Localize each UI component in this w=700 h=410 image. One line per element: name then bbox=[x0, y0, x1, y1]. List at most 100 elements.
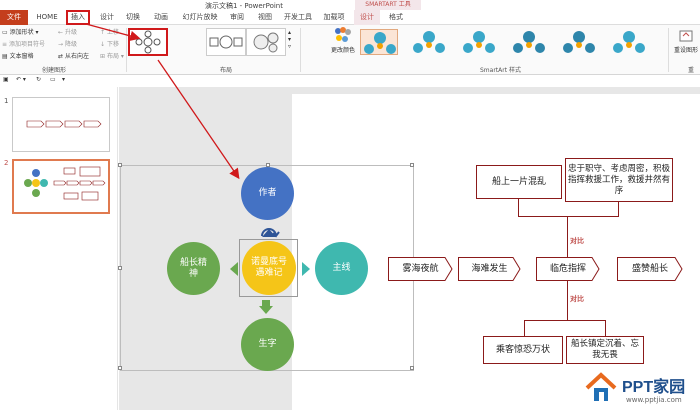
slide-thumbnail-2[interactable] bbox=[12, 159, 110, 214]
layout-gear[interactable] bbox=[246, 28, 286, 56]
demote-button[interactable]: → 降级 bbox=[58, 41, 77, 48]
color-palette-icon bbox=[335, 27, 351, 42]
resize-handle[interactable] bbox=[118, 163, 122, 167]
resize-handle[interactable] bbox=[266, 163, 270, 167]
tab-animations[interactable]: 动画 bbox=[154, 13, 168, 21]
tab-slideshow[interactable]: 幻灯片放映 bbox=[182, 13, 218, 21]
step-fog-voyage[interactable]: 雾海夜航 bbox=[388, 257, 453, 281]
right-arrow-icon bbox=[302, 262, 310, 276]
smartart-tools-label: SMARTART 工具 bbox=[355, 0, 421, 10]
move-down-button[interactable]: ↓ 下移 bbox=[100, 41, 119, 48]
tab-insert[interactable]: 插入 bbox=[66, 10, 90, 25]
promote-button[interactable]: ← 升级 bbox=[58, 29, 77, 36]
tab-smartart-design[interactable]: 设计 bbox=[354, 10, 380, 25]
smartart-style-2[interactable] bbox=[410, 29, 448, 55]
reset-icon bbox=[679, 30, 693, 42]
tab-design[interactable]: 设计 bbox=[100, 13, 114, 21]
create-graphic-group-label: 创建图形 bbox=[42, 67, 67, 74]
tab-view[interactable]: 视图 bbox=[258, 13, 272, 21]
layout-gallery-more[interactable]: ▴▾▿ bbox=[288, 29, 292, 50]
reset-graphic-label: 重设图形 bbox=[673, 47, 698, 54]
slide-number: 2 bbox=[4, 159, 9, 167]
move-up-button[interactable]: ↑ 上移 bbox=[100, 29, 119, 36]
ribbon-separator bbox=[126, 28, 127, 72]
chaos-box[interactable]: 船上一片混乱 bbox=[476, 165, 562, 199]
arrow-insert-to-layout bbox=[85, 23, 141, 41]
step-command[interactable]: 临危指挥 bbox=[536, 257, 600, 281]
step-praise[interactable]: 盛赞船长 bbox=[617, 257, 683, 281]
tab-developer[interactable]: 开发工具 bbox=[284, 13, 312, 21]
step-label: 海难发生 bbox=[471, 264, 508, 274]
step-label: 盛赞船长 bbox=[631, 264, 668, 274]
node-captain-spirit[interactable]: 船长精神 bbox=[167, 242, 220, 295]
resize-handle[interactable] bbox=[410, 366, 414, 370]
connector-line bbox=[567, 281, 568, 320]
ribbon-tabs: 文件 HOME 插入 设计 切换 动画 幻灯片放映 审阅 视图 开发工具 加载项… bbox=[0, 10, 700, 25]
styles-group-label: SmartArt 样式 bbox=[480, 67, 521, 74]
watermark: PPT家园 www.pptjia.com bbox=[578, 368, 700, 410]
tab-file[interactable]: 文件 bbox=[0, 10, 28, 25]
right-to-left-button[interactable]: ⇄ 从右向左 bbox=[58, 53, 89, 60]
chevron-shape bbox=[458, 257, 521, 281]
redo-icon[interactable]: ↻ bbox=[36, 76, 42, 83]
resize-handle[interactable] bbox=[118, 366, 122, 370]
layout-button[interactable]: ⊞ 布局 ▾ bbox=[100, 53, 124, 60]
captain-duty-box[interactable]: 忠于职守、考虑周密，积极指挥救援工作，救援井然有序 bbox=[565, 158, 673, 202]
step-label: 临危指挥 bbox=[549, 264, 586, 274]
style-thumbnail-icon bbox=[364, 32, 396, 54]
ribbon: ▭ 添加形状 ▾ ≡ 添加项目符号 ▤ 文本窗格 ← 升级 → 降级 ⇄ 从右向… bbox=[0, 25, 700, 75]
passengers-box[interactable]: 乘客惊恐万状 bbox=[483, 336, 563, 364]
layouts-group-label: 布局 bbox=[220, 67, 233, 74]
slide-number: 1 bbox=[4, 97, 9, 105]
undo-icon[interactable]: ↶ ▾ bbox=[16, 76, 26, 83]
slide-1-preview bbox=[26, 120, 102, 128]
customize-qat-icon[interactable]: ▾ bbox=[62, 76, 66, 83]
arrow-layout-to-diagram bbox=[157, 59, 240, 180]
contrast-label-bottom: 对比 bbox=[570, 294, 584, 303]
smartart-style-1[interactable] bbox=[360, 29, 398, 55]
step-label: 雾海夜航 bbox=[402, 264, 439, 274]
chevron-shape bbox=[617, 257, 683, 281]
slide-thumbnail-1[interactable] bbox=[12, 97, 110, 152]
resize-handle[interactable] bbox=[118, 266, 122, 270]
selected-shape-outline[interactable] bbox=[239, 239, 298, 297]
style-thumbnail-icon bbox=[463, 31, 495, 53]
tab-home[interactable]: HOME bbox=[36, 13, 58, 21]
text-pane-button[interactable]: ▤ 文本窗格 bbox=[2, 53, 34, 60]
smartart-style-6[interactable] bbox=[610, 29, 648, 55]
reset-group-label: 重 bbox=[688, 67, 695, 74]
tab-transitions[interactable]: 切换 bbox=[126, 13, 140, 21]
slide-2-preview bbox=[24, 166, 106, 201]
start-slideshow-icon[interactable]: ▭ bbox=[50, 76, 56, 83]
contrast-label-top: 对比 bbox=[570, 236, 584, 245]
connector-line bbox=[524, 320, 525, 336]
node-normandy[interactable]: 诺曼底号遇难记 bbox=[242, 241, 296, 295]
step-shipwreck[interactable]: 海难发生 bbox=[458, 257, 521, 281]
tab-format[interactable]: 格式 bbox=[389, 13, 403, 21]
smartart-style-5[interactable] bbox=[560, 29, 598, 55]
add-bullet-button[interactable]: ≡ 添加项目符号 bbox=[2, 41, 45, 48]
smartart-style-4[interactable] bbox=[510, 29, 548, 55]
connector-line bbox=[518, 216, 619, 217]
rotate-handle-icon[interactable] bbox=[258, 226, 280, 238]
node-main-line[interactable]: 主线 bbox=[315, 242, 368, 295]
tab-addins[interactable]: 加载项 bbox=[323, 13, 345, 21]
tab-review[interactable]: 审阅 bbox=[230, 13, 244, 21]
node-author[interactable]: 作者 bbox=[241, 167, 294, 220]
reset-graphic-button[interactable]: 重设图形 bbox=[672, 29, 700, 54]
style-thumbnail-icon bbox=[413, 31, 445, 53]
brand-name: PPT家园 bbox=[622, 379, 686, 396]
change-colors-button[interactable]: 更改颜色 bbox=[330, 27, 356, 54]
captain-calm-box[interactable]: 船长镇定沉着、忘我无畏 bbox=[566, 336, 644, 364]
left-arrow-icon bbox=[230, 262, 238, 276]
style-thumbnail-icon bbox=[513, 31, 545, 53]
change-colors-label: 更改颜色 bbox=[330, 47, 355, 54]
add-shape-button[interactable]: ▭ 添加形状 ▾ bbox=[2, 29, 39, 36]
smartart-style-3[interactable] bbox=[460, 29, 498, 55]
layout-diverging[interactable] bbox=[206, 28, 246, 56]
node-new-words[interactable]: 生字 bbox=[241, 318, 294, 371]
resize-handle[interactable] bbox=[410, 163, 414, 167]
save-icon[interactable]: ▣ bbox=[3, 76, 9, 83]
down-arrow-stem bbox=[262, 300, 270, 306]
